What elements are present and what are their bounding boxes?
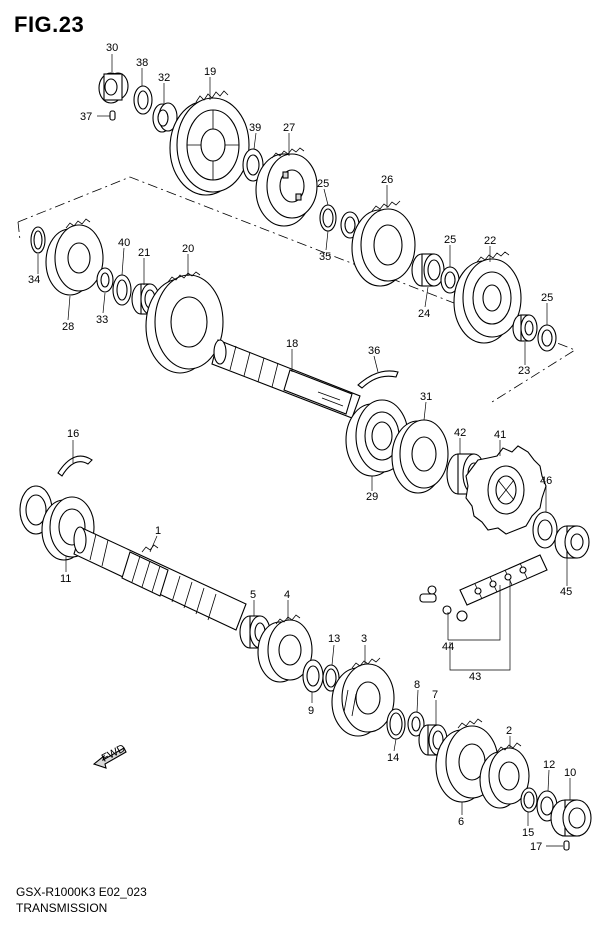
part-16-circlip [57,455,93,477]
label-part-10: 10 [564,767,576,779]
part-24-needle-bearing [411,253,445,287]
part-4-gear [257,614,313,683]
part-41-drive-sprocket [465,445,547,535]
label-part-6: 6 [458,816,464,828]
label-part-44: 44 [442,641,454,653]
label-part-24: 24 [418,308,430,320]
part-35-circlip [319,204,337,232]
part-19-gear [169,90,250,196]
label-part-14: 14 [387,752,399,764]
label-part-26: 26 [381,174,393,186]
part-26-gear [351,200,416,287]
part-2-gear [479,742,530,809]
part-3-gear [331,657,395,737]
part-20-gear [145,271,224,374]
part-10-needle-bearing [550,799,592,837]
label-part-37: 37 [80,111,92,123]
label-part-15: 15 [522,827,534,839]
section-name: TRANSMISSION [16,901,108,915]
label-part-5: 5 [250,589,256,601]
part-37-pin [109,110,116,121]
label-part-38: 38 [136,57,148,69]
label-part-25-a: 25 [317,178,329,190]
model-code: GSX-R1000K3 E02_023 [16,885,147,899]
label-part-12: 12 [543,759,555,771]
leader-lines [37,54,571,847]
part-36-circlip [357,370,399,389]
part-17-pin [563,840,570,851]
label-part-13: 13 [328,633,340,645]
part-34-circlip [30,226,46,254]
label-part-23: 23 [518,365,530,377]
part-30-needle-bearing [98,72,129,104]
part-9-washer [302,659,324,693]
label-part-21: 21 [138,247,150,259]
part-18-countershaft [211,339,361,419]
label-part-31: 31 [420,391,432,403]
part-27-gear [255,147,318,227]
part-22-gear [453,251,522,344]
part-39-washer [242,148,264,182]
label-part-29: 29 [366,491,378,503]
label-part-25-c: 25 [541,292,553,304]
label-part-4: 4 [284,589,290,601]
label-part-9: 9 [308,705,314,717]
label-part-2: 2 [506,725,512,737]
label-part-39: 39 [249,122,261,134]
label-part-3: 3 [361,633,367,645]
part-labels: 30 38 32 19 37 39 27 25 26 35 25 22 24 2… [28,42,576,853]
part-15-circlip [520,787,538,813]
part-43-drive-chain [459,554,548,606]
label-part-25-b: 25 [444,234,456,246]
label-part-34: 34 [28,274,40,286]
label-part-20: 20 [182,243,194,255]
label-part-30: 30 [106,42,118,54]
part-25-washer-b [440,266,460,294]
part-28-gear [45,218,104,296]
label-part-11: 11 [60,573,71,585]
part-1-driveshaft [73,526,247,631]
label-part-7: 7 [432,689,438,701]
part-8-washer [407,711,425,737]
part-46-washer [532,511,558,549]
label-part-27: 27 [283,122,295,134]
label-part-1: 1 [155,525,161,537]
part-29-ball-bearing [345,399,409,477]
label-part-8: 8 [414,679,420,691]
label-part-16: 16 [67,428,79,440]
label-part-19: 19 [204,66,216,78]
label-part-28: 28 [62,321,74,333]
part-38-washer [133,85,153,115]
figure-title: FIG.23 [14,12,85,37]
part-32-bushing [152,102,178,133]
label-part-43: 43 [469,671,481,683]
part-31-oil-seal [391,419,449,494]
part-23-bushing [512,314,538,342]
label-part-35: 35 [319,251,331,263]
fwd-label: FWD [100,742,128,764]
assembly-outline-upper [17,176,576,403]
part-45-nut [554,525,590,559]
label-part-42: 42 [454,427,466,439]
part-14-circlip [386,708,406,740]
label-part-22: 22 [484,235,496,247]
part-25-washer-c [537,324,557,352]
label-part-32: 32 [158,72,170,84]
part-40-washer [112,274,132,306]
label-part-18: 18 [286,338,298,350]
forward-direction-marker: FWD [92,742,128,769]
label-part-33: 33 [96,314,108,326]
label-part-17: 17 [530,841,542,853]
label-part-41: 41 [494,429,506,441]
label-part-46: 46 [540,475,552,487]
part-44-chain-joint [419,585,468,622]
label-part-40: 40 [118,237,130,249]
label-part-45: 45 [560,586,572,598]
label-part-36: 36 [368,345,380,357]
part-33-washer [96,267,114,293]
